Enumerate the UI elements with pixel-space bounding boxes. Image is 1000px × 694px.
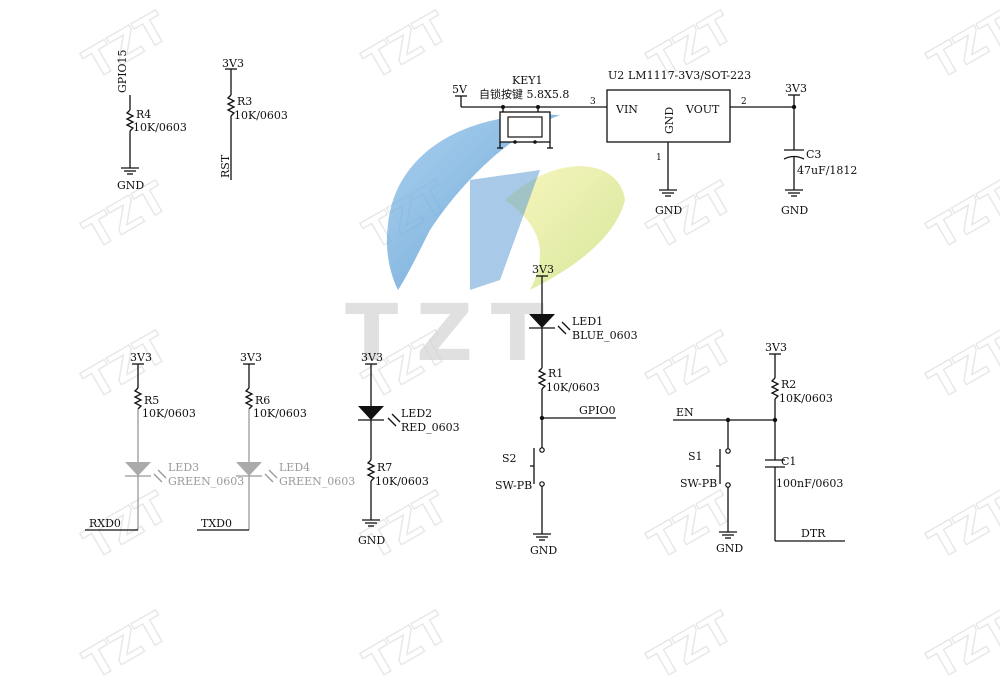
r3-group: 3V3 R3 10K/0603 RST <box>219 57 288 180</box>
u2-pin2: 2 <box>741 97 747 107</box>
net-rxd0: RXD0 <box>89 517 121 530</box>
led3-ref: LED3 <box>168 461 199 474</box>
net-gpio0: GPIO0 <box>579 404 616 417</box>
r3-ref: R3 <box>237 95 252 108</box>
r2-value: 10K/0603 <box>779 392 833 405</box>
u2-vin: VIN <box>615 103 638 116</box>
net-txd0: TXD0 <box>201 517 232 530</box>
led4-value: GREEN_0603 <box>279 475 355 488</box>
r2-rail: 3V3 <box>765 341 787 354</box>
r7-value: 10K/0603 <box>375 475 429 488</box>
led4-group: 3V3 R6 10K/0603 LED4 GREEN_0603 TXD0 <box>197 351 355 530</box>
u2-pin1: 1 <box>656 153 662 163</box>
u2-ref: U2 <box>608 69 624 82</box>
watermark: TZT <box>921 482 1000 568</box>
u2-pin3: 3 <box>590 97 596 107</box>
watermark: TZT <box>921 322 1000 408</box>
net-rst: RST <box>219 154 232 178</box>
key1-ref: KEY1 <box>512 74 543 87</box>
led4-ref: LED4 <box>279 461 310 474</box>
r1-ref: R1 <box>548 367 563 380</box>
key1-symbol <box>497 105 553 148</box>
r5-value: 10K/0603 <box>142 407 196 420</box>
watermark: TZT <box>641 482 742 568</box>
r5-ref: R5 <box>144 394 159 407</box>
led1-value: BLUE_0603 <box>572 329 638 342</box>
logo-text: TZT <box>345 289 562 379</box>
r7-gnd: GND <box>358 534 385 547</box>
led3-value: GREEN_0603 <box>168 475 244 488</box>
watermark: TZT <box>76 602 177 688</box>
r1-value: 10K/0603 <box>546 381 600 394</box>
r7-ref: R7 <box>377 461 392 474</box>
watermark: TZT <box>921 2 1000 88</box>
r6-ref: R6 <box>255 394 270 407</box>
watermark: TZT <box>356 602 457 688</box>
watermark: TZT <box>641 602 742 688</box>
led1-ref: LED1 <box>572 315 603 328</box>
r4-gnd: GND <box>117 179 144 192</box>
c3-value: 47uF/1812 <box>797 164 857 177</box>
led2-ref: LED2 <box>401 407 432 420</box>
led2-rail: 3V3 <box>361 351 383 364</box>
r4-ref: R4 <box>136 108 151 121</box>
u2-part: LM1117-3V3/SOT-223 <box>628 69 751 82</box>
s1-value: SW-PB <box>680 477 717 490</box>
r5-rail: 3V3 <box>130 351 152 364</box>
r2-ref: R2 <box>781 378 796 391</box>
c1-ref: C1 <box>781 455 796 468</box>
rail-5v: 5V <box>452 83 468 96</box>
net-en: EN <box>676 406 694 419</box>
s2-ref: S2 <box>502 452 517 465</box>
net-dtr: DTR <box>801 527 826 540</box>
c3-ref: C3 <box>806 148 821 161</box>
r6-rail: 3V3 <box>240 351 262 364</box>
key1-value: 自锁按键 5.8X5.8 <box>479 87 569 101</box>
watermark: TZT <box>641 322 742 408</box>
watermark: TZT <box>921 602 1000 688</box>
watermark: TZT <box>921 172 1000 258</box>
r4-value: 10K/0603 <box>133 121 187 134</box>
u2-gnd: GND <box>655 204 682 217</box>
c3-rail: 3V3 <box>785 82 807 95</box>
c1-value: 100nF/0603 <box>776 477 843 490</box>
s1-gnd: GND <box>716 542 743 555</box>
u2-vout: VOUT <box>685 103 720 116</box>
s2-gnd: GND <box>530 544 557 557</box>
s1-ref: S1 <box>688 450 703 463</box>
net-gpio15: GPIO15 <box>116 49 129 93</box>
c3-gnd: GND <box>781 204 808 217</box>
led1-rail: 3V3 <box>532 263 554 276</box>
watermark: TZT <box>76 322 177 408</box>
s2-value: SW-PB <box>495 479 532 492</box>
r6-value: 10K/0603 <box>253 407 307 420</box>
u2-gnd-pin: GND <box>663 107 676 134</box>
led2-value: RED_0603 <box>401 421 460 434</box>
r3-rail: 3V3 <box>222 57 244 70</box>
watermark: TZT <box>356 2 457 88</box>
r4-group: GPIO15 R4 10K/0603 GND <box>116 49 187 192</box>
r3-value: 10K/0603 <box>234 109 288 122</box>
